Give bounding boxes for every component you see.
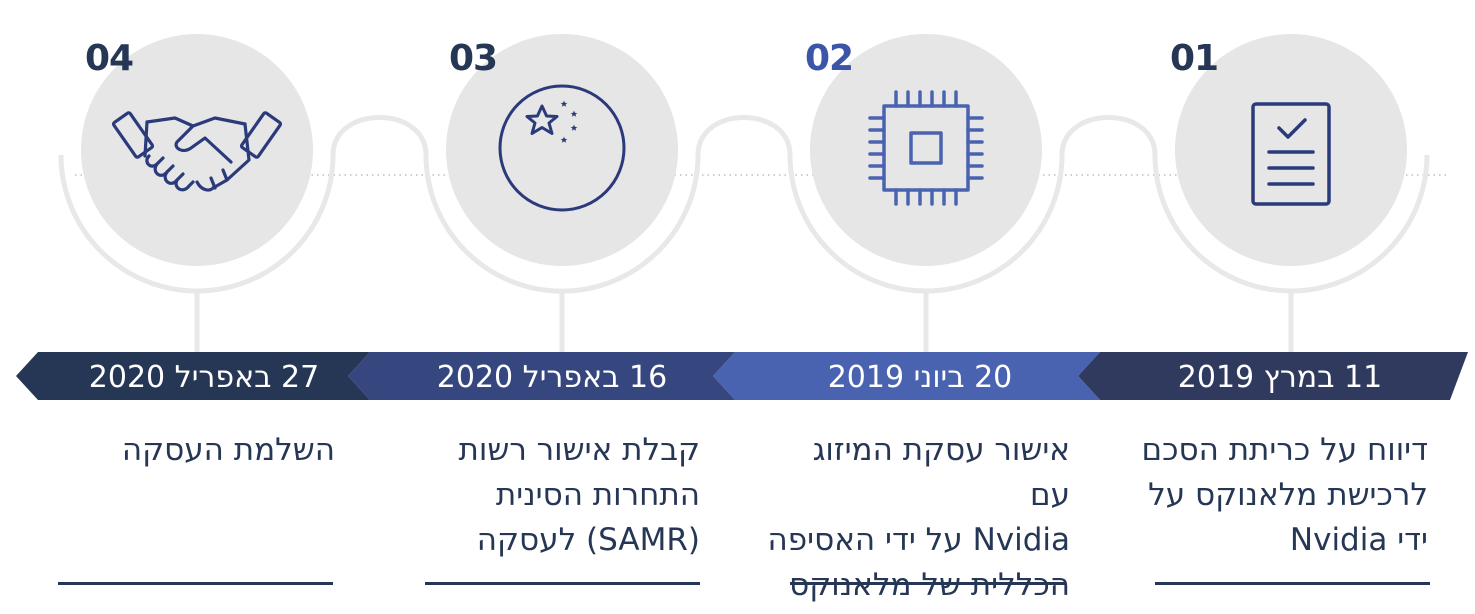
- description-line: אישור עסקת המיזוג עם: [812, 432, 1070, 513]
- circle-01: [1175, 34, 1407, 266]
- description-line: הכללית של מלאנוקס: [789, 567, 1070, 603]
- date-segment-04: [16, 352, 370, 400]
- step-description-03: קבלת אישור רשות התחרות הסינית (SAMR) לעס…: [400, 428, 700, 563]
- underline-01: [1155, 582, 1430, 585]
- description-line: ידי Nvidia: [1289, 522, 1428, 558]
- step-number-04: 04: [85, 38, 134, 79]
- step-date-01: 11 במרץ 2019: [1177, 360, 1383, 395]
- date-segment-01: [1078, 352, 1468, 400]
- date-segment-03: [348, 352, 735, 400]
- description-line: התחרות הסינית: [495, 477, 700, 513]
- step-description-02: אישור עסקת המיזוג עם Nvidia על ידי האסיפ…: [764, 428, 1070, 608]
- step-number-02: 02: [805, 38, 854, 79]
- stems: [194, 290, 1294, 352]
- inner-circles: [81, 34, 1407, 266]
- connector-02-01: [1059, 115, 1158, 156]
- description-line: השלמת העסקה: [121, 432, 335, 468]
- underline-02: [790, 582, 1065, 585]
- circle-04: [81, 34, 313, 266]
- description-line: דיווח על כריתת הסכם: [1141, 432, 1429, 468]
- date-segment-02: [713, 352, 1100, 400]
- underline-03: [425, 582, 700, 585]
- china-flag-icon: [498, 84, 626, 212]
- circle-03: [446, 34, 678, 266]
- connector-04-03: [330, 115, 429, 156]
- circle-02: [810, 34, 1042, 266]
- step-date-04: 27 באפריל 2020: [88, 360, 320, 395]
- description-line: (SAMR) לעסקה: [476, 522, 700, 558]
- underline-04: [58, 582, 333, 585]
- microchip-icon: [868, 90, 984, 206]
- step-description-01: דיווח על כריתת הסכם לרכישת מלאנוקס על יד…: [1128, 428, 1429, 563]
- step-number-03: 03: [449, 38, 498, 79]
- step-date-02: 20 ביוני 2019: [827, 360, 1013, 395]
- step-description-04: השלמת העסקה: [35, 428, 335, 473]
- step-number-01: 01: [1170, 38, 1219, 79]
- connector-03-02: [695, 115, 793, 156]
- description-line: Nvidia על ידי האסיפה: [767, 522, 1070, 558]
- description-line: לרכישת מלאנוקס על: [1148, 477, 1428, 513]
- handshake-icon: [111, 111, 283, 192]
- document-check-icon: [1251, 102, 1331, 206]
- step-date-03: 16 באפריל 2020: [436, 360, 668, 395]
- description-line: קבלת אישור רשות: [458, 432, 700, 468]
